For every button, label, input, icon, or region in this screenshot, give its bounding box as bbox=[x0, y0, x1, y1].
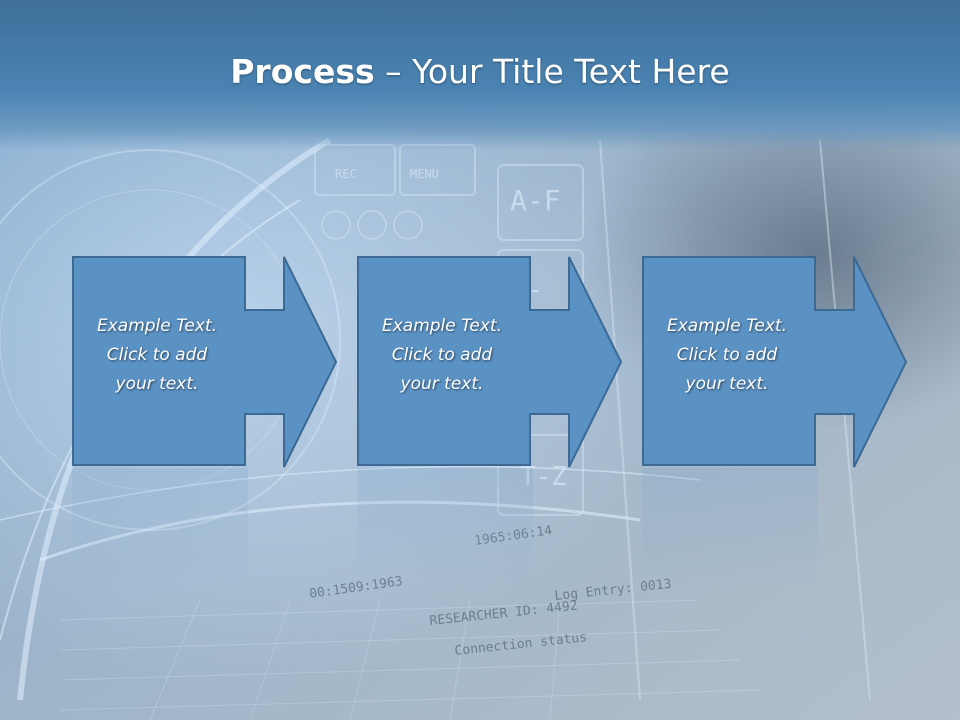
hud-label-menu: MENU bbox=[410, 167, 439, 181]
hud-label-af: A-F bbox=[510, 184, 561, 217]
step-3-text[interactable]: Example Text. Click to add your text. bbox=[666, 316, 788, 394]
title-rest-part: – Your Title Text Here bbox=[374, 52, 730, 91]
title-bold-part: Process bbox=[230, 52, 375, 91]
title-bar bbox=[0, 0, 960, 150]
step-1-text[interactable]: Example Text. Click to add your text. bbox=[96, 316, 218, 394]
process-step-2[interactable]: Example Text. Click to add your text. bbox=[357, 256, 623, 468]
step-1-reflection bbox=[72, 468, 248, 588]
hud-label-tz: T-Z bbox=[520, 462, 567, 492]
step-1-shape bbox=[72, 256, 338, 468]
process-step-3[interactable]: Example Text. Click to add your text. bbox=[642, 256, 908, 468]
step-3-shape bbox=[642, 256, 908, 468]
step-3-reflection bbox=[642, 468, 818, 588]
hud-label-rec: REC bbox=[335, 167, 357, 181]
step-2-reflection bbox=[357, 468, 533, 588]
step-2-shape bbox=[357, 256, 623, 468]
process-step-1[interactable]: Example Text. Click to add your text. bbox=[72, 256, 338, 468]
slide-title[interactable]: Process – Your Title Text Here bbox=[0, 52, 960, 91]
step-2-text[interactable]: Example Text. Click to add your text. bbox=[381, 316, 503, 394]
